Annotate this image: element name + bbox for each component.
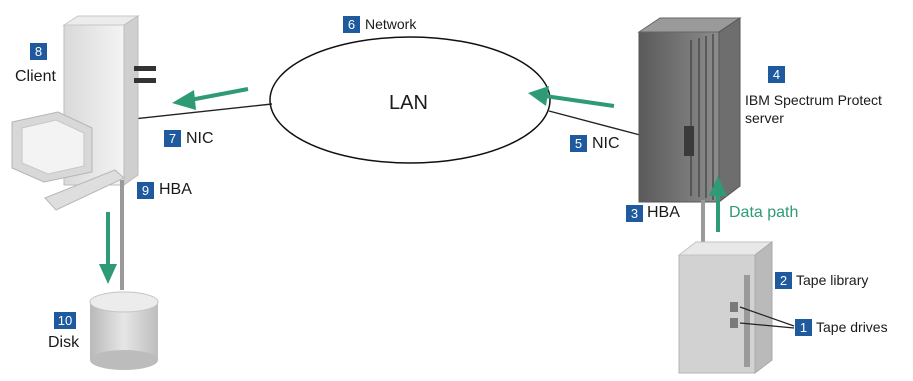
tape-drives-label: Tape drives [816, 319, 888, 335]
tape-library-icon [677, 240, 774, 375]
lan-label: LAN [389, 92, 428, 114]
arrow-lan-to-client [172, 87, 249, 110]
arrow-client-to-disk [99, 212, 117, 284]
client-nic-number-badge: 7 [164, 130, 181, 147]
tape-drive-pointer-1 [739, 306, 795, 327]
server-number-badge: 4 [768, 66, 785, 83]
network-label: Network [365, 16, 417, 32]
client-lan-link [123, 103, 273, 121]
tape-library-label: Tape library [796, 272, 869, 288]
tape-drives-number-badge: 1 [795, 319, 812, 336]
server-hba-number-badge: 3 [626, 205, 643, 222]
client-label: Client [15, 68, 56, 85]
server-icon [637, 17, 742, 204]
disk-number-badge: 10 [54, 312, 76, 329]
server-label-line1: IBM Spectrum Protect [745, 92, 882, 108]
client-number-badge: 8 [30, 43, 47, 60]
data-path-label: Data path [729, 204, 799, 221]
client-computer-icon [11, 15, 156, 211]
server-nic-number-badge: 5 [570, 135, 587, 152]
server-lan-link [548, 110, 641, 136]
arrow-data-path-up [709, 176, 727, 232]
server-tape-cable [701, 200, 705, 250]
client-disk-cable [120, 180, 124, 290]
client-hba-number-badge: 9 [137, 182, 154, 199]
arrow-server-to-lan [528, 86, 615, 108]
server-hba-label: HBA [647, 204, 680, 221]
lan-ellipse [269, 36, 551, 164]
server-nic-label: NIC [592, 135, 620, 152]
tape-drive-pointer-2 [739, 322, 795, 329]
network-number-badge: 6 [343, 16, 360, 33]
disk-label: Disk [48, 334, 80, 351]
client-hba-label: HBA [159, 181, 192, 198]
tape-library-number-badge: 2 [775, 272, 792, 289]
disk-icon [89, 291, 159, 370]
client-nic-label: NIC [186, 130, 214, 147]
server-label-line2: server [745, 110, 784, 126]
